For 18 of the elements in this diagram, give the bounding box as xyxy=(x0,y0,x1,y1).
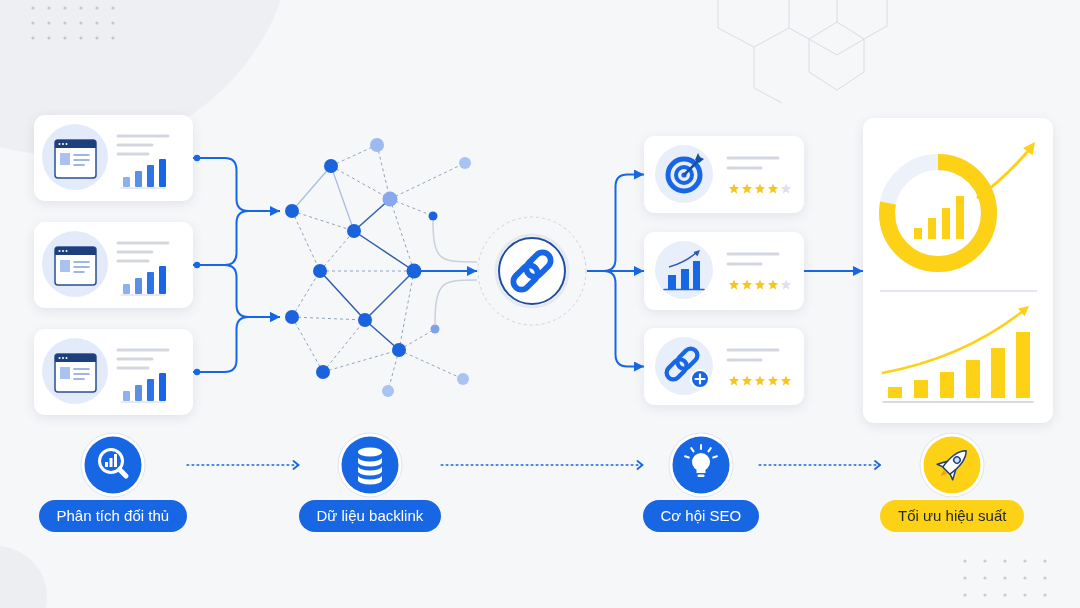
arrow xyxy=(803,266,864,276)
result-card xyxy=(863,118,1053,423)
step-label: Cơ hội SEO xyxy=(642,500,760,532)
link-icon xyxy=(477,216,587,326)
step-label: Tối ưu hiệu suất xyxy=(880,500,1025,532)
arrow xyxy=(192,312,281,376)
dotted-arrow xyxy=(186,460,300,470)
metric-card xyxy=(644,232,804,310)
arrow xyxy=(586,270,645,372)
step-label: Dữ liệu backlink xyxy=(298,500,442,532)
step-label: Phân tích đối thủ xyxy=(38,500,188,532)
website-card xyxy=(34,115,193,201)
dotted-arrow xyxy=(758,460,881,470)
website-card xyxy=(34,222,193,308)
metric-card xyxy=(644,328,804,405)
dotted-arrow xyxy=(440,460,644,470)
metric-card xyxy=(644,136,804,213)
website-card xyxy=(34,329,193,415)
